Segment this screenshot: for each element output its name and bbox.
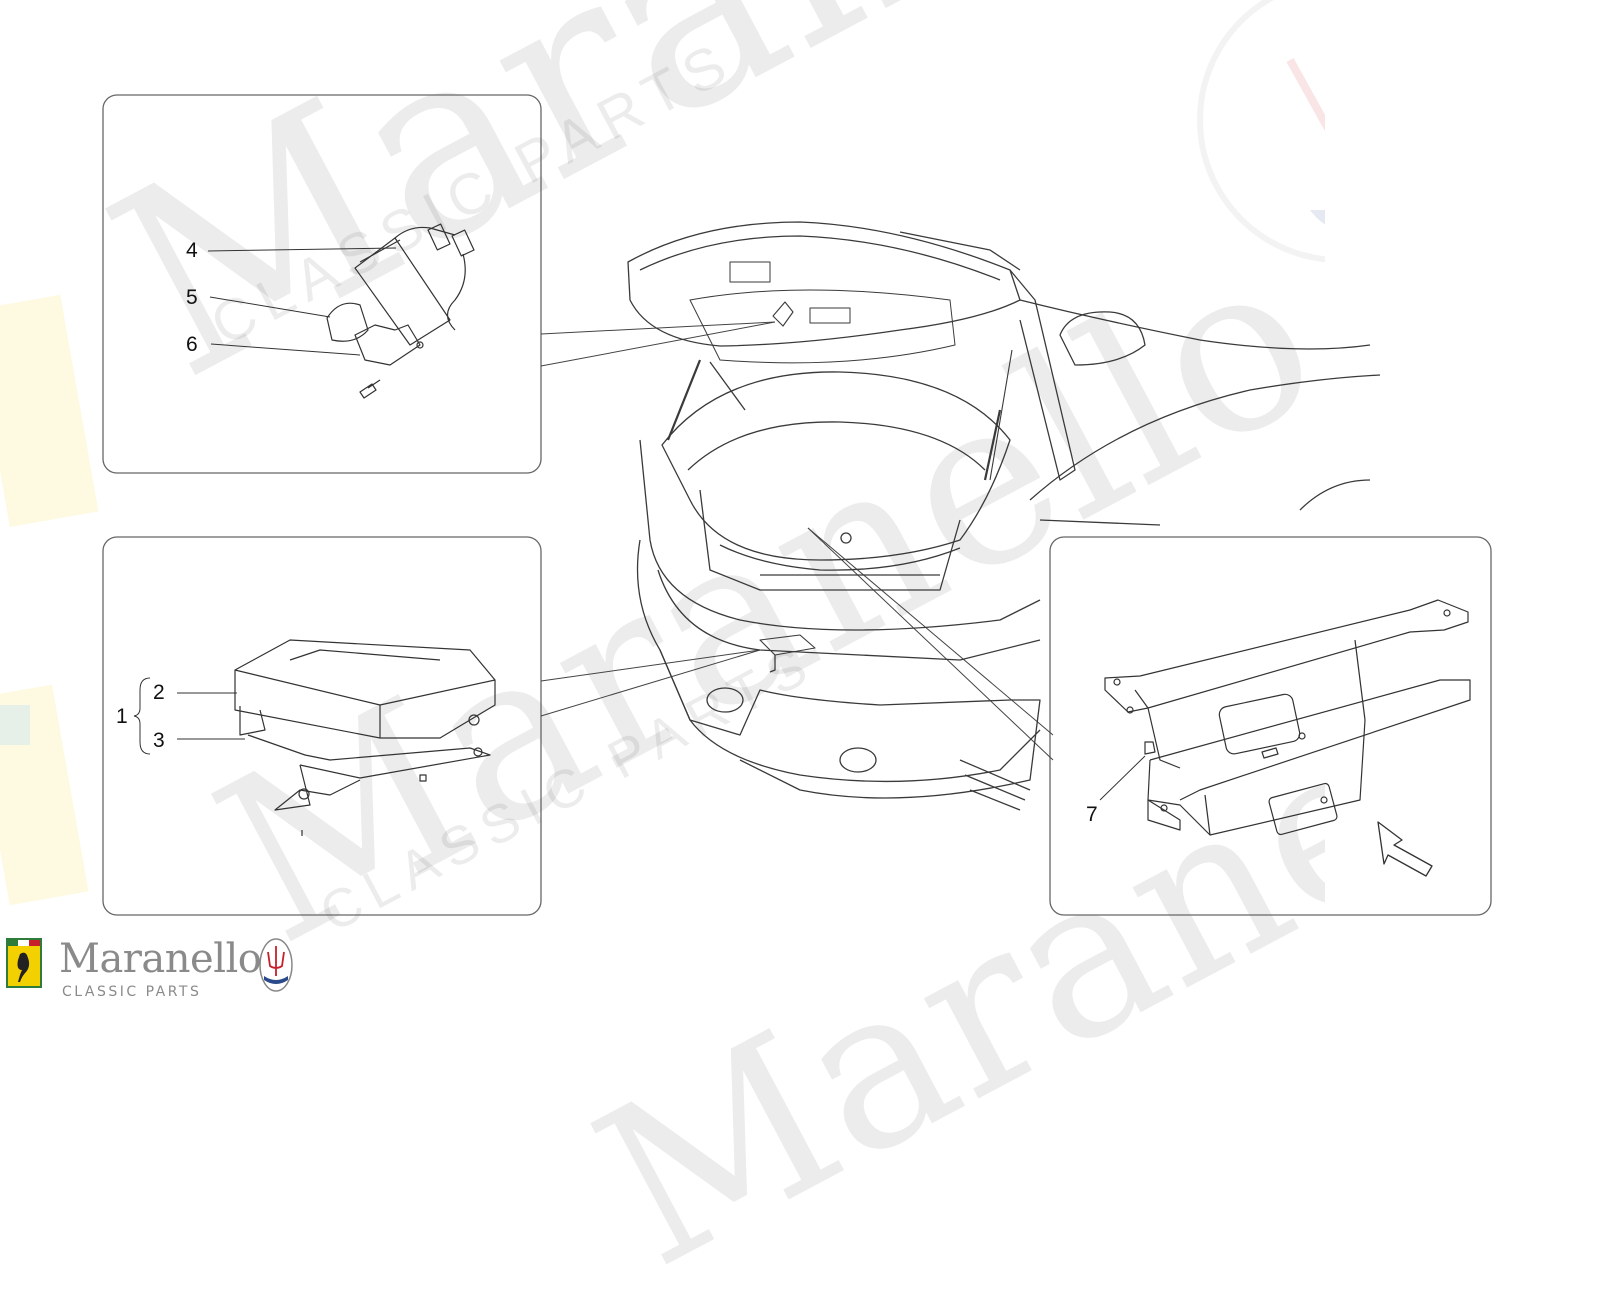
callout-leaders-top-left xyxy=(207,247,397,356)
callout-1: 1 xyxy=(116,705,128,728)
logo-brand-text: Maranello xyxy=(59,936,262,982)
callout-6: 6 xyxy=(186,333,198,356)
car-rear-illustration xyxy=(627,221,1381,811)
maserati-trident-icon xyxy=(259,938,293,992)
parts-diagram xyxy=(0,0,1492,916)
detail-panel-top-left xyxy=(102,94,542,474)
watermark-emblems xyxy=(0,0,1483,906)
crossmember-bracket-illustration xyxy=(1104,599,1471,836)
detail-panel-bottom-left xyxy=(102,536,542,916)
antenna-bracket-illustration xyxy=(326,223,475,399)
callout-3: 3 xyxy=(153,729,165,752)
maranello-classic-parts-logo: Maranello CLASSIC PARTS xyxy=(4,934,304,1006)
callout-leaders-bottom-left xyxy=(133,677,245,755)
callout-7: 7 xyxy=(1086,803,1098,826)
callout-4: 4 xyxy=(186,239,198,262)
panel-connector-lines xyxy=(540,321,1054,761)
ferrari-shield-icon xyxy=(6,938,42,988)
direction-arrow-icon xyxy=(1377,821,1433,877)
callout-leader-7 xyxy=(1099,755,1146,801)
callout-2: 2 xyxy=(153,681,165,704)
callout-5: 5 xyxy=(186,286,198,309)
control-unit-illustration xyxy=(234,639,496,836)
detail-panel-bottom-right xyxy=(1049,536,1492,916)
logo-subtitle-text: CLASSIC PARTS xyxy=(62,984,202,1000)
